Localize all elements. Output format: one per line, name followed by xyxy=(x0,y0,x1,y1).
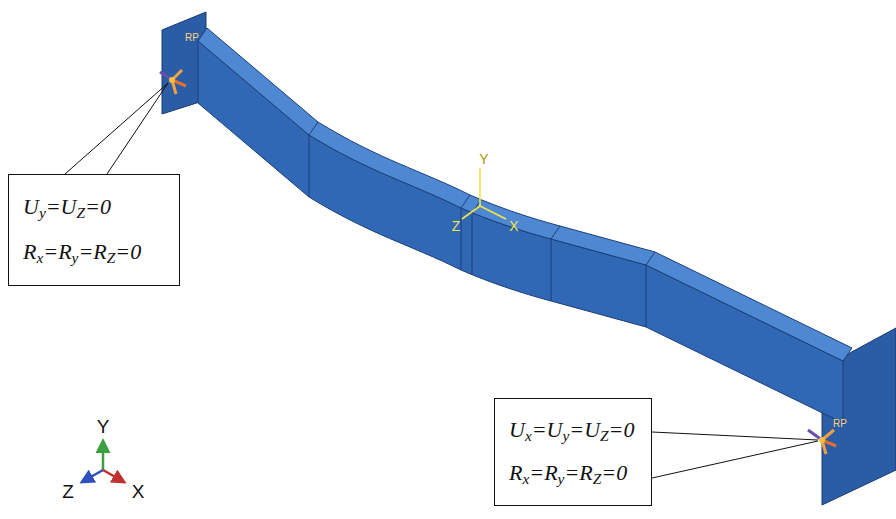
local-triad xyxy=(462,168,506,219)
axis-label: Y xyxy=(97,417,110,436)
constraint-text: Rx=Ry=RZ=0 xyxy=(509,459,637,488)
partition-lines xyxy=(309,122,655,327)
constraint-text: Ux=Uy=UZ=0 xyxy=(509,416,637,445)
constraint-text: Uy=UZ=0 xyxy=(23,193,165,222)
global-triad xyxy=(82,441,124,482)
axis-label: Y xyxy=(479,152,488,166)
axis-label: X xyxy=(132,482,145,501)
beam-side-face xyxy=(198,41,843,423)
reference-point-label: RP xyxy=(833,419,847,429)
axis-label: X xyxy=(509,219,518,233)
axis-label: Z xyxy=(452,219,461,233)
beam-top-face xyxy=(198,28,852,361)
boundary-condition-box: Uy=UZ=0Rx=Ry=RZ=0 xyxy=(8,174,180,286)
axis-label: Z xyxy=(62,482,74,501)
constraint-text: Rx=Ry=RZ=0 xyxy=(23,238,165,267)
support-symbol xyxy=(160,70,186,94)
boundary-condition-box: Ux=Uy=UZ=0Rx=Ry=RZ=0 xyxy=(494,398,652,506)
reference-point-label: RP xyxy=(185,33,199,43)
